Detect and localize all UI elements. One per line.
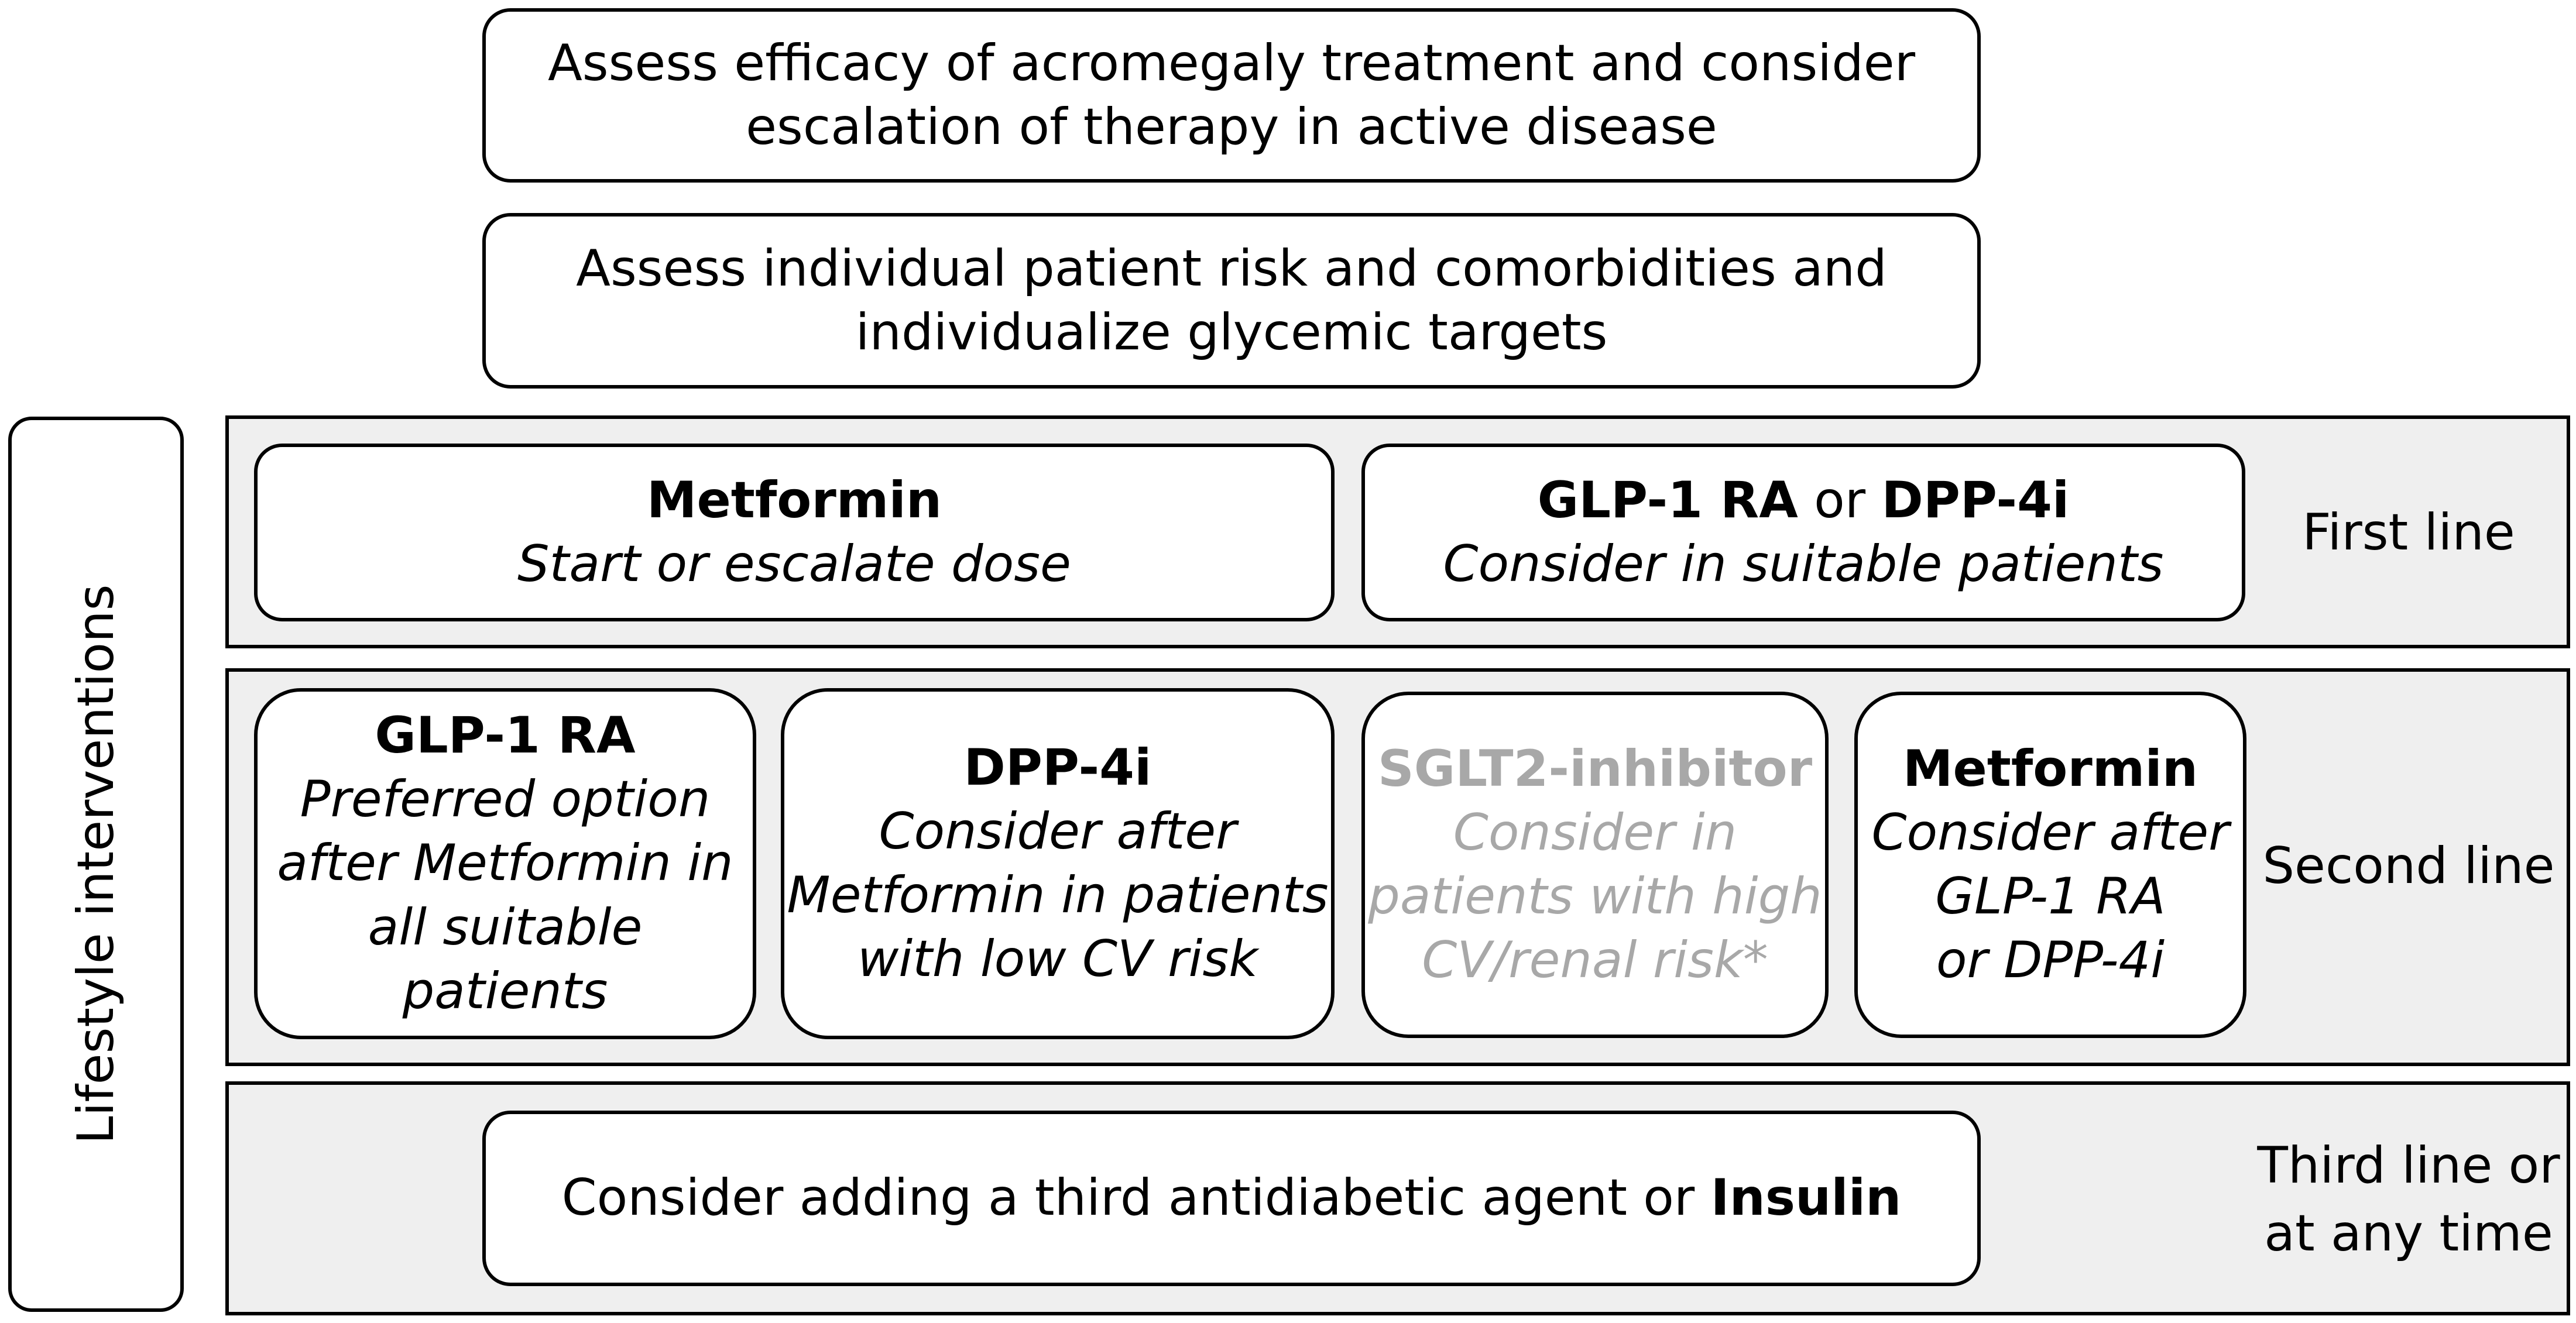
- first-line-glp-dpp-title: GLP-1 RA or DPP-4i: [1538, 469, 2070, 532]
- second-line-dpp-desc-2: Metformin in patients: [787, 866, 1329, 925]
- lifestyle-interventions-box: Lifestyle interventions: [8, 417, 184, 1312]
- third-line-box: Consider adding a third antidiabetic age…: [482, 1111, 1981, 1286]
- lifestyle-interventions-label: Lifestyle interventions: [67, 584, 125, 1145]
- second-line-sglt2-desc-3: CV/renal risk*: [1422, 931, 1768, 990]
- second-line-sglt2-desc-1: Consider in: [1453, 803, 1737, 862]
- second-line-glp-desc-1: Preferred option: [300, 770, 711, 829]
- second-line-metformin-desc-2: GLP-1 RA: [1935, 867, 2166, 926]
- third-line-label-1: Third line or: [2257, 1136, 2560, 1195]
- second-line-glp-box: GLP-1 RA Preferred option after Metformi…: [254, 688, 756, 1039]
- third-line-text: Consider adding a third antidiabetic age…: [561, 1169, 1711, 1228]
- second-line-sglt2-desc-2: patients with high: [1368, 867, 1822, 926]
- first-line-glp-dpp-box: GLP-1 RA or DPP-4i Consider in suitable …: [1361, 444, 2245, 621]
- third-line-text-row: Consider adding a third antidiabetic age…: [562, 1166, 1902, 1230]
- assess-risk-box: Assess individual patient risk and comor…: [482, 213, 1981, 389]
- third-line-label-2: at any time: [2264, 1204, 2553, 1263]
- second-line-dpp-box: DPP-4i Consider after Metformin in patie…: [781, 688, 1335, 1039]
- second-line-glp-title: GLP-1 RA: [375, 706, 636, 765]
- second-line-dpp-title: DPP-4i: [963, 738, 1152, 797]
- first-line-label: First line: [2302, 503, 2515, 562]
- second-line-glp-desc-3: all suitable patients: [368, 898, 643, 1020]
- assess-efficacy-line1: Assess efficacy of acromegaly treatment …: [547, 33, 1916, 92]
- assess-risk-line2: individualize glycemic targets: [855, 303, 1608, 362]
- second-line-label: Second line: [2262, 836, 2555, 895]
- second-line-dpp-desc-3: with low CV risk: [857, 930, 1258, 989]
- first-line-metformin-box: Metformin Start or escalate dose: [254, 444, 1335, 621]
- second-line-metformin-title: Metformin: [1902, 739, 2198, 798]
- first-line-metformin-title: Metformin: [646, 470, 942, 530]
- second-line-metformin-box: Metformin Consider after GLP-1 RA or DPP…: [1854, 692, 2246, 1038]
- second-line-metformin-desc-1: Consider after: [1871, 803, 2229, 862]
- first-line-or-text: or: [1798, 470, 1882, 530]
- third-line-insulin: Insulin: [1710, 1169, 1902, 1228]
- first-line-glp-title: GLP-1 RA: [1537, 470, 1798, 530]
- assess-risk-line1: Assess individual patient risk and comor…: [576, 239, 1887, 298]
- first-line-glp-dpp-subtitle: Consider in suitable patients: [1443, 535, 2164, 593]
- assess-efficacy-box: Assess efficacy of acromegaly treatment …: [482, 8, 1981, 183]
- third-line-label: Third line or at any time: [2253, 1129, 2564, 1270]
- second-line-sglt2-title: SGLT2-inhibitor: [1377, 739, 1813, 798]
- second-line-metformin-desc-3: or DPP-4i: [1936, 931, 2165, 990]
- first-line-dpp-title: DPP-4i: [1881, 470, 2070, 530]
- second-line-glp-desc-2: after Metformin in: [277, 834, 733, 893]
- assess-efficacy-line2: escalation of therapy in active disease: [746, 98, 1717, 156]
- second-line-dpp-desc-1: Consider after: [879, 802, 1237, 861]
- first-line-metformin-subtitle: Start or escalate dose: [517, 535, 1071, 593]
- second-line-sglt2-box: SGLT2-inhibitor Consider in patients wit…: [1361, 692, 1829, 1038]
